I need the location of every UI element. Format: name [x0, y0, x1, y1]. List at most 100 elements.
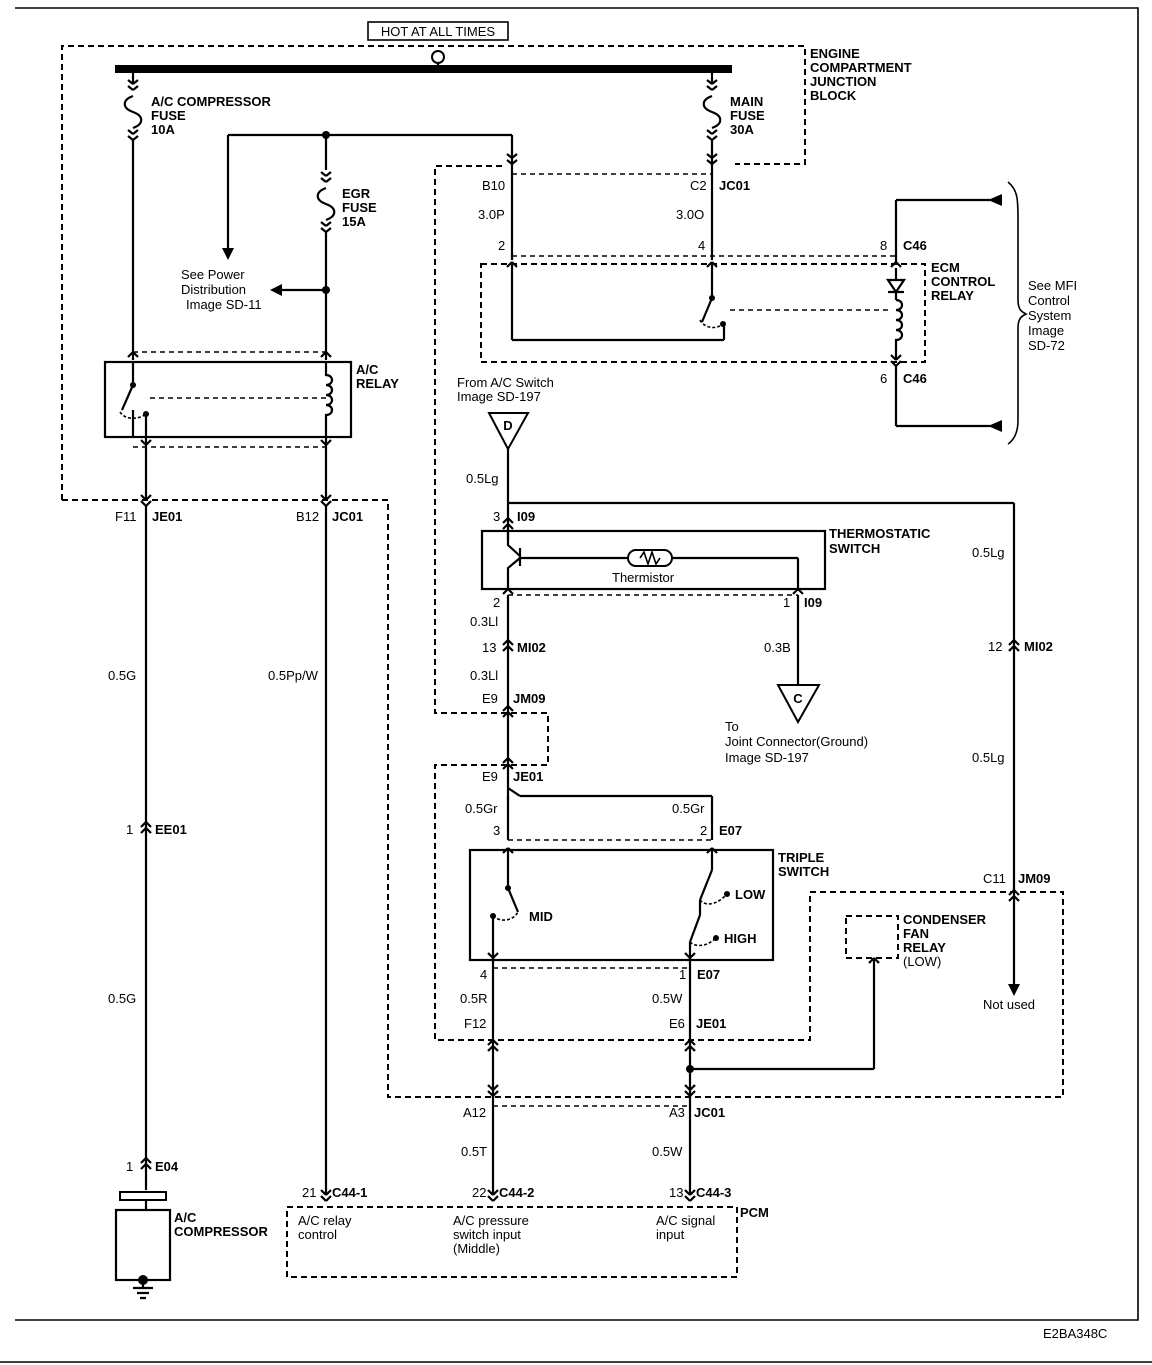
- ecm-arrow-top-icon: [988, 194, 1002, 206]
- wire-05lg-b: 0.5Lg: [972, 545, 1005, 560]
- thermostatic-label-1: THERMOSTATIC: [829, 526, 931, 541]
- wire-05g-a: 0.5G: [108, 668, 136, 683]
- condenser-label-2: FAN: [903, 926, 929, 941]
- ecm-relay-label-2: CONTROL: [931, 274, 995, 289]
- conn-je01-a: JE01: [152, 509, 182, 524]
- not-used-label: Not used: [983, 997, 1035, 1012]
- pcm-relay-input-2: control: [298, 1227, 337, 1242]
- conn-mi02-a: MI02: [517, 640, 546, 655]
- thermostatic-transistor-icon: [506, 531, 522, 589]
- triple-label-2: SWITCH: [778, 864, 829, 879]
- pcm-label: PCM: [740, 1205, 769, 1220]
- figure-code: E2BA348C: [1043, 1326, 1107, 1341]
- main-fuse-icon: [702, 79, 722, 165]
- pin-a12: A12: [463, 1105, 486, 1120]
- offpage-d-label: D: [503, 418, 512, 433]
- conn-c44-1: C44-1: [332, 1185, 367, 1200]
- wire-03li-a: 0.3Ll: [470, 614, 498, 629]
- ac-compressor-fuse-icon: [123, 79, 143, 141]
- conn-c44-2: C44-2: [499, 1185, 534, 1200]
- not-used-arrow-icon: [1008, 984, 1020, 996]
- wire-05w-a: 0.5W: [652, 991, 683, 1006]
- see-power-arrow-icon: [222, 248, 234, 260]
- egr-fuse-label-3: 15A: [342, 214, 366, 229]
- see-mfi-label-3: System: [1028, 308, 1071, 323]
- ac-relay-label-2: RELAY: [356, 376, 399, 391]
- high-switch-icon: [689, 937, 717, 947]
- offpage-c-triangle: [776, 684, 821, 725]
- to-joint-label-3: Image SD-197: [725, 750, 809, 765]
- pin-e9-b: E9: [482, 769, 498, 784]
- conn-je01-b: JE01: [513, 769, 543, 784]
- main-fuse-label-3: 30A: [730, 122, 754, 137]
- thermostatic-switch-box: [480, 529, 827, 591]
- conn-c46-a: C46: [903, 238, 927, 253]
- mfi-bracket: [1007, 181, 1028, 445]
- pin-3-e07: 3: [493, 823, 500, 838]
- pin-21: 21: [302, 1185, 316, 1200]
- see-mfi-label-5: SD-72: [1028, 338, 1065, 353]
- triple-label-1: TRIPLE: [778, 850, 825, 865]
- condenser-label-4: (LOW): [903, 954, 941, 969]
- ac-relay-label-1: A/C: [356, 362, 379, 377]
- compressor-label-1: A/C: [174, 1210, 197, 1225]
- compressor-clutch-icon: [119, 1191, 167, 1201]
- page-border: [15, 7, 1139, 1321]
- egr-fuse-label-2: FUSE: [342, 200, 377, 215]
- pin-4-ecm: 4: [698, 238, 705, 253]
- pin-8: 8: [880, 238, 887, 253]
- ecm-relay-box: [480, 263, 926, 363]
- pin-f12: F12: [464, 1016, 486, 1031]
- pin-e9-a: E9: [482, 691, 498, 706]
- wire-05lg-a: 0.5Lg: [466, 471, 499, 486]
- junction-block-label-4: BLOCK: [810, 88, 857, 103]
- junction-block-label-1: ENGINE: [810, 46, 860, 61]
- junction-block-label-3: JUNCTION: [810, 74, 876, 89]
- hot-at-all-times-box: [367, 21, 509, 41]
- pin-2-e07: 2: [700, 823, 707, 838]
- conn-e04: E04: [155, 1159, 179, 1174]
- condenser-fan-relay-box: [845, 915, 899, 959]
- pin-12-mi02: 12: [988, 639, 1002, 654]
- pin-1-e04: 1: [126, 1159, 133, 1174]
- ac-compressor-fuse-label-2: FUSE: [151, 108, 186, 123]
- pcm-box: [286, 1206, 738, 1278]
- high-label: HIGH: [724, 931, 757, 946]
- ac-relay-coil-icon: [324, 362, 334, 437]
- pin-6: 6: [880, 371, 887, 386]
- wire-05gr-b: 0.5Gr: [672, 801, 705, 816]
- to-joint-label-1: To: [725, 719, 739, 734]
- ecm-relay-label-1: ECM: [931, 260, 960, 275]
- ac-relay-box: [103, 360, 353, 439]
- wire-05g-b: 0.5G: [108, 991, 136, 1006]
- ground-icon: [133, 1280, 153, 1300]
- low-switch-icon: [699, 893, 728, 905]
- main-fuse-label-2: FUSE: [730, 108, 765, 123]
- condenser-label-3: RELAY: [903, 940, 946, 955]
- pin-2-ecm: 2: [498, 238, 505, 253]
- ecm-relay-label-3: RELAY: [931, 288, 974, 303]
- wire-05w-b: 0.5W: [652, 1144, 683, 1159]
- pin-13-c44: 13: [669, 1185, 683, 1200]
- wire-30o: 3.0O: [676, 207, 704, 222]
- conn-jc01-top: JC01: [719, 178, 750, 193]
- wire-30p: 3.0P: [478, 207, 505, 222]
- from-ac-switch-label-2: Image SD-197: [457, 389, 541, 404]
- ecm-relay-coil-icon: [894, 298, 904, 360]
- compressor-body-icon: [114, 1208, 172, 1282]
- pin-c11: C11: [983, 871, 1006, 886]
- pin-b10: B10: [482, 178, 505, 193]
- main-fuse-label-1: MAIN: [730, 94, 763, 109]
- ecm-arrow-bottom-icon: [988, 420, 1002, 432]
- pin-a3: A3: [669, 1105, 685, 1120]
- see-mfi-label-4: Image: [1028, 323, 1064, 338]
- wire-05r: 0.5R: [460, 991, 487, 1006]
- junction-block-label-2: COMPARTMENT: [810, 60, 912, 75]
- offpage-c-label: C: [793, 691, 803, 706]
- conn-e07-b: E07: [697, 967, 720, 982]
- conn-jc01-c: JC01: [694, 1105, 725, 1120]
- pin-b12: B12: [296, 509, 319, 524]
- power-bus-bar: [115, 65, 732, 73]
- see-power-label-1: See Power: [181, 267, 245, 282]
- conn-mi02-b: MI02: [1024, 639, 1053, 654]
